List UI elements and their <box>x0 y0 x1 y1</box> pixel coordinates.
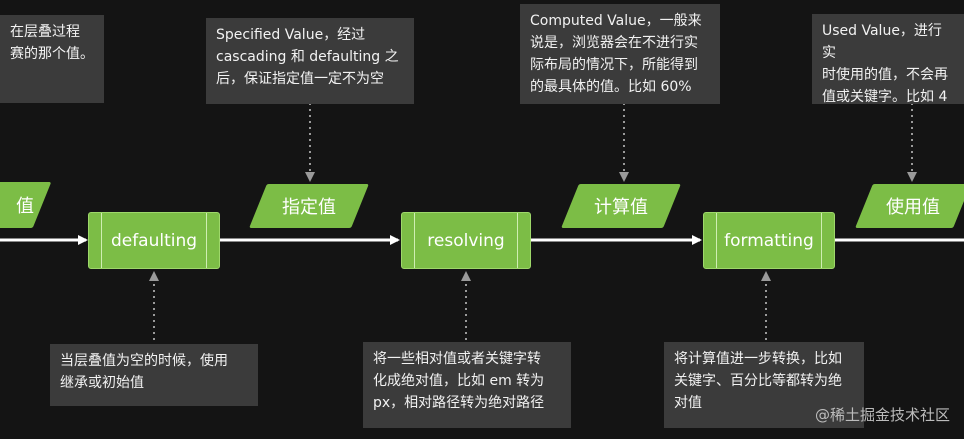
value-used: 使用值 <box>855 184 964 228</box>
note-computed-value: Computed Value，一般来 说是，浏览器会在不进行实 际布局的情况下，… <box>520 4 720 104</box>
note-used-value: Used Value，进行实 时使用的值，不会再 值或关键字。比如 4 <box>812 14 964 104</box>
value-cascaded-label: 值 <box>16 196 34 217</box>
process-formatting: formatting <box>703 212 835 269</box>
value-specified: 指定值 <box>249 184 369 228</box>
note-cascaded-value: 在层叠过程 赛的那个值。 <box>0 15 104 103</box>
value-specified-label: 指定值 <box>282 197 336 218</box>
watermark: @稀土掘金技术社区 <box>814 406 950 424</box>
process-formatting-label: formatting <box>724 230 814 251</box>
note-resolving: 将一些相对值或者关键字转 化成绝对值，比如 em 转为 px，相对路径转为绝对路… <box>363 342 571 428</box>
value-computed-label: 计算值 <box>594 197 648 218</box>
process-defaulting-label: defaulting <box>110 230 198 251</box>
note-defaulting: 当层叠值为空的时候，使用 继承或初始值 <box>50 344 258 406</box>
process-defaulting: defaulting <box>88 212 220 269</box>
process-resolving-label: resolving <box>427 230 505 251</box>
note-formatting: 将计算值进一步转换，比如 关键字、百分比等都转为绝 对值 <box>664 342 864 428</box>
value-computed: 计算值 <box>561 184 681 228</box>
process-resolving: resolving <box>401 212 531 269</box>
note-specified-value: Specified Value，经过 cascading 和 defaultin… <box>206 18 414 104</box>
value-used-label: 使用值 <box>886 197 940 218</box>
value-cascaded: 值 <box>0 182 52 228</box>
